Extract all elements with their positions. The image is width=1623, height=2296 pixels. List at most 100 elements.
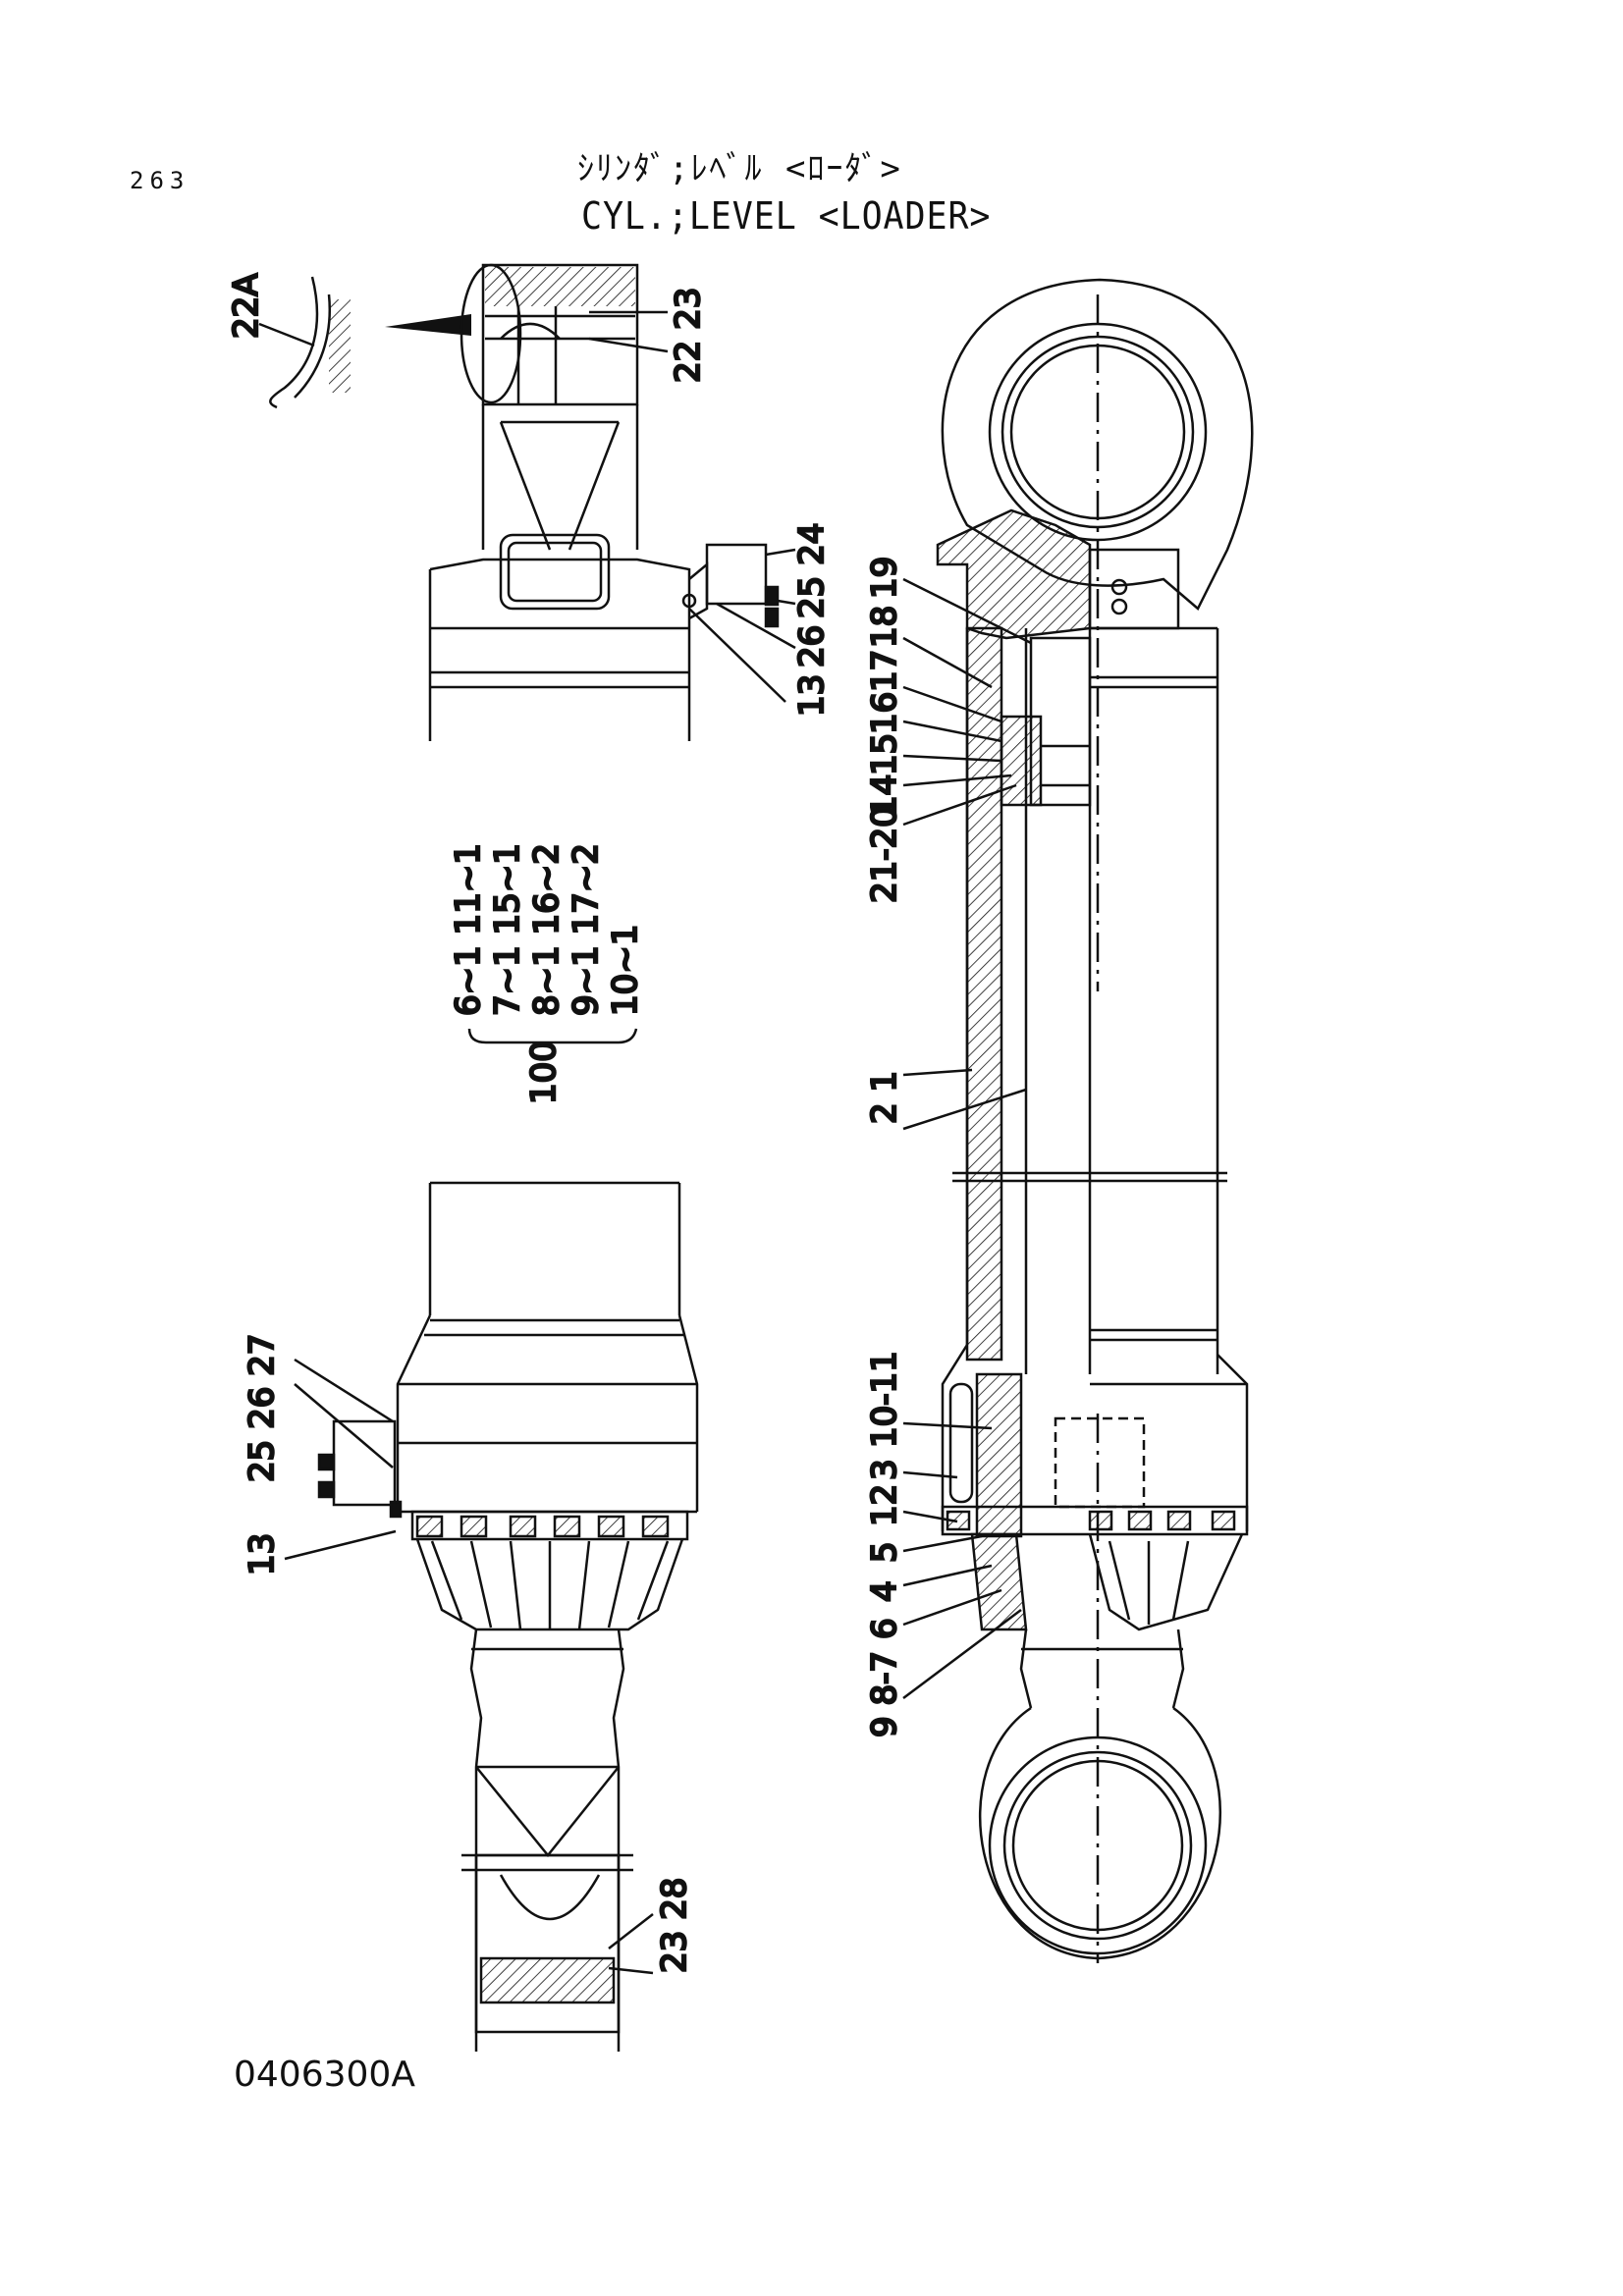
kit-row-4: 9~1 17~2 <box>567 843 606 1016</box>
grease-nipple <box>683 595 695 607</box>
gland-hatched <box>972 1534 1026 1629</box>
valve-fitting-b1 <box>319 1455 334 1469</box>
page-number: 263 <box>130 167 190 194</box>
callout-3: 3 <box>865 1459 904 1480</box>
callout-22a: 22A <box>227 273 266 339</box>
callout-22-23: 22 23 <box>669 288 708 383</box>
callout-21-20: 21-20 <box>865 806 904 903</box>
callout-25-24: 25 24 <box>792 523 832 618</box>
callout-25-26-27: 25 26 27 <box>243 1334 282 1482</box>
callout-2-1: 2 1 <box>865 1071 904 1124</box>
callout-5: 5 <box>865 1541 904 1563</box>
bottom-eye-outer <box>980 1708 1220 1958</box>
head-port <box>950 1384 972 1502</box>
leader-9-8-7 <box>903 1610 1021 1698</box>
fork-window <box>501 535 609 609</box>
callout-23-28: 23 28 <box>655 1878 694 1973</box>
rod-eye-block <box>476 1855 619 2032</box>
bottom-detail-view <box>285 1183 697 2052</box>
port-2 <box>1112 600 1126 614</box>
leader-15 <box>903 756 1001 761</box>
leader-23-28-b <box>609 1968 653 1973</box>
fork-taper <box>501 422 619 550</box>
leader-13-bottom <box>285 1531 396 1559</box>
piston-hatched <box>1001 717 1041 805</box>
leader-18 <box>903 638 992 687</box>
fork-neck <box>483 404 637 550</box>
leader-19 <box>903 579 1031 643</box>
callout-17: 17 <box>865 650 904 692</box>
leader-27 <box>295 1360 393 1421</box>
top-detail-view <box>259 265 795 741</box>
head-bolt-heads <box>947 1512 1234 1529</box>
leader-13-top <box>689 609 785 702</box>
rod-eye-arc <box>501 1875 599 1919</box>
callout-10-11: 10-11 <box>865 1351 904 1448</box>
leader-23-28 <box>609 1914 653 1949</box>
leader-25 <box>778 601 795 604</box>
leader-1 <box>903 1070 972 1075</box>
callout-13-bottom: 13 <box>243 1533 282 1575</box>
cylinder-top-body <box>430 560 689 741</box>
leader-12 <box>903 1512 957 1522</box>
grease-nipple-b <box>391 1502 401 1517</box>
head-hatched <box>977 1374 1021 1536</box>
rod-taper <box>476 1767 619 1855</box>
head-bolt-ring <box>943 1507 1247 1534</box>
leader-26b <box>295 1384 393 1468</box>
leader-22-23-b <box>589 339 668 351</box>
callout-6: 6 <box>865 1618 904 1639</box>
main-cylinder-section <box>903 280 1252 1963</box>
callout-15: 15 <box>865 733 904 775</box>
rod-end-side <box>1090 550 1178 628</box>
callout-19: 19 <box>865 557 904 599</box>
kit-bracket <box>469 1029 636 1042</box>
detail-arrow <box>385 314 471 336</box>
leader-10-11 <box>903 1423 992 1428</box>
title-japanese: ｼﾘﾝﾀﾞ;ﾚﾍﾞﾙ <ﾛｰﾀﾞ> <box>577 149 902 188</box>
kit-row-1: 6~1 11~1 <box>449 843 488 1016</box>
leader-14 <box>903 775 1011 785</box>
detail-22a-profile <box>270 277 317 407</box>
drawing-code: 0406300A <box>234 2055 415 2095</box>
valve-fitting <box>766 587 778 605</box>
leader-4 <box>903 1566 992 1585</box>
callout-18: 18 <box>865 606 904 648</box>
callout-labels: 22A 22 23 25 24 26 13 6~1 11~1 7~1 15~1 … <box>226 272 906 1974</box>
callout-9-8-7: 9 8-7 <box>865 1651 904 1737</box>
leader-24 <box>766 550 795 555</box>
port-1 <box>1112 580 1126 594</box>
valve-block-bottom <box>334 1421 395 1505</box>
leader-2 <box>903 1090 1026 1129</box>
callout-16: 16 <box>865 692 904 734</box>
head-cone <box>417 1539 682 1629</box>
callout-14: 14 <box>865 774 904 817</box>
bottom-eye-ring-2 <box>1004 1752 1191 1939</box>
leader-3 <box>903 1472 957 1477</box>
fork-bearing-arc <box>501 324 560 339</box>
head-dashed-valve <box>1055 1418 1144 1507</box>
tube-wall-hatched <box>967 628 1001 1360</box>
callout-4: 4 <box>865 1580 904 1602</box>
valve-fitting-b2 <box>319 1482 334 1497</box>
callout-12: 12 <box>865 1484 904 1526</box>
rod-lower <box>1021 1629 1183 1708</box>
leader-22a <box>259 324 314 346</box>
top-eye-ring-2 <box>1002 337 1193 527</box>
leader-16 <box>903 721 1001 741</box>
valve-fitting-2 <box>766 609 778 626</box>
detail-22a-hatch <box>329 299 351 393</box>
kit-row-3: 8~1 16~2 <box>527 843 567 1016</box>
title-english: CYL.;LEVEL <LOADER> <box>581 194 992 238</box>
leader-5 <box>903 1536 982 1551</box>
leader-21-20 <box>903 785 1016 825</box>
fork-end-hatch <box>485 267 635 306</box>
bolt-ring <box>412 1512 687 1539</box>
kit-row-5: 10~1 <box>606 925 645 1016</box>
callout-13-top: 13 <box>792 674 832 717</box>
callout-26: 26 <box>792 625 832 667</box>
rod-eye-bush <box>481 1958 614 2002</box>
fork-end-block <box>483 265 637 404</box>
kit-row-2: 7~1 15~1 <box>488 843 527 1016</box>
